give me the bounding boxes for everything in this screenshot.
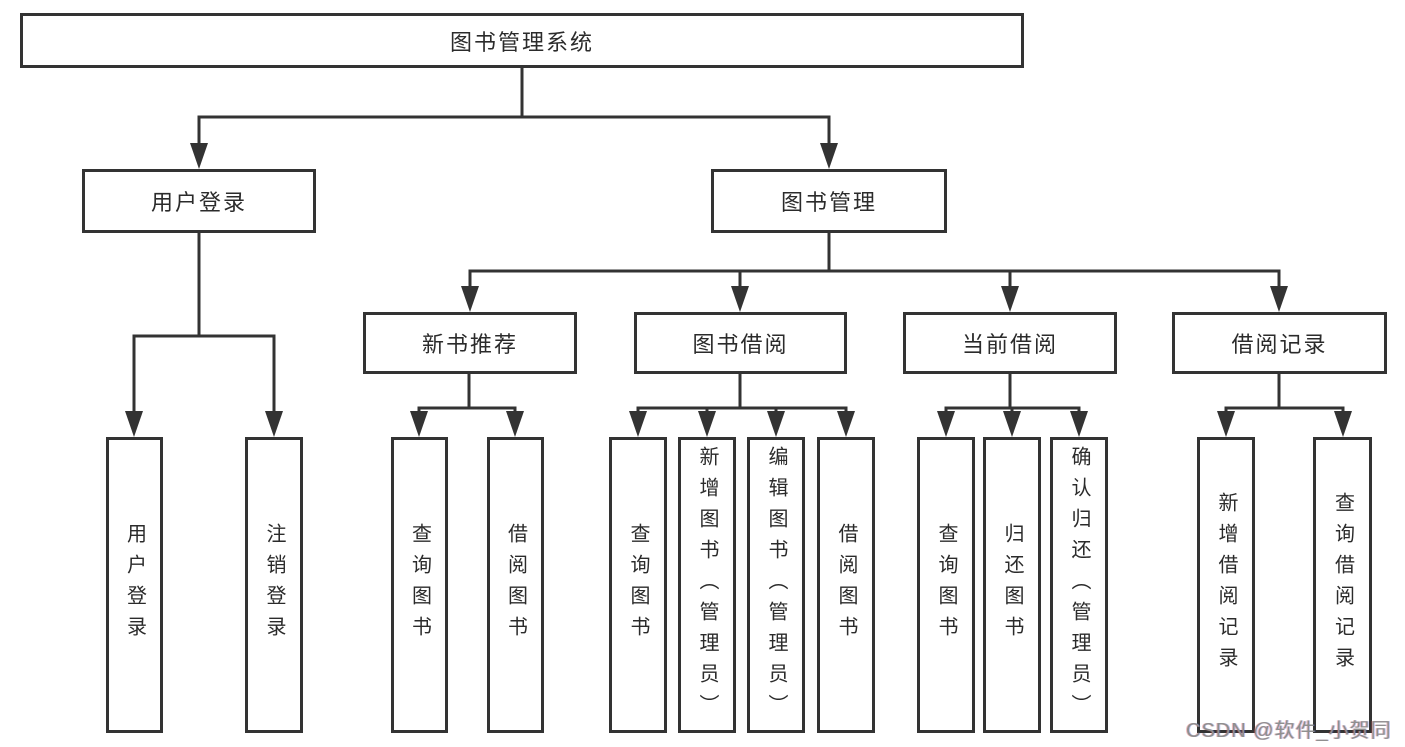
node-new-book-recommend: 新书推荐 — [363, 312, 577, 374]
leaf-label: 查询借阅记录 — [1331, 492, 1354, 678]
node-user-login: 用户登录 — [82, 169, 316, 233]
leaf-label: 查询图书 — [627, 523, 649, 647]
leaf-label: 新增借阅记录 — [1215, 492, 1237, 678]
node-label: 图书管理 — [780, 190, 877, 215]
leaf-label: 查询图书 — [935, 523, 957, 647]
leaf-label: 注销登录 — [263, 523, 285, 647]
leaf-label: 借阅图书 — [504, 523, 527, 647]
watermark: CSDN @软件_小贺同学 — [1186, 720, 1392, 742]
node-root-book-management-system: 图书管理系统 — [20, 13, 1024, 68]
node-book-management: 图书管理 — [711, 169, 947, 233]
leaf-add-books-admin: 新增图书（管理员） — [678, 437, 736, 733]
leaf-label: 新增图书（管理员） — [696, 445, 718, 725]
leaf-label: 归还图书 — [1001, 523, 1023, 647]
leaf-borrow-books: 借阅图书 — [817, 437, 875, 733]
leaf-return-books: 归还图书 — [983, 437, 1041, 733]
arrowhead-icons — [125, 143, 1352, 437]
leaf-borrow-books-recommend: 借阅图书 — [487, 437, 544, 733]
node-label: 用户登录 — [150, 190, 247, 215]
leaf-label: 借阅图书 — [835, 523, 857, 647]
leaf-label: 编辑图书（管理员） — [765, 445, 787, 725]
node-current-borrow: 当前借阅 — [903, 312, 1117, 374]
node-label: 新书推荐 — [421, 332, 518, 357]
node-label: 借阅记录 — [1231, 332, 1328, 357]
leaf-user-login: 用户登录 — [106, 437, 163, 733]
leaf-logout: 注销登录 — [245, 437, 303, 733]
node-label: 当前借阅 — [961, 332, 1058, 357]
leaf-query-borrow-record: 查询借阅记录 — [1313, 437, 1372, 733]
node-label: 图书管理系统 — [449, 29, 594, 55]
node-book-borrow: 图书借阅 — [634, 312, 847, 374]
leaf-confirm-return-admin: 确认归还（管理员） — [1050, 437, 1108, 733]
leaf-query-books-recommend: 查询图书 — [391, 437, 448, 733]
leaf-edit-books-admin: 编辑图书（管理员） — [747, 437, 805, 733]
leaf-query-books-borrow: 查询图书 — [609, 437, 667, 733]
node-label: 图书借阅 — [692, 332, 789, 357]
node-borrow-records: 借阅记录 — [1172, 312, 1387, 374]
leaf-query-books-current: 查询图书 — [917, 437, 975, 733]
leaf-label: 确认归还（管理员） — [1068, 445, 1090, 725]
leaf-label: 查询图书 — [408, 523, 431, 647]
leaf-add-borrow-record: 新增借阅记录 — [1197, 437, 1255, 733]
leaf-label: 用户登录 — [123, 523, 146, 647]
